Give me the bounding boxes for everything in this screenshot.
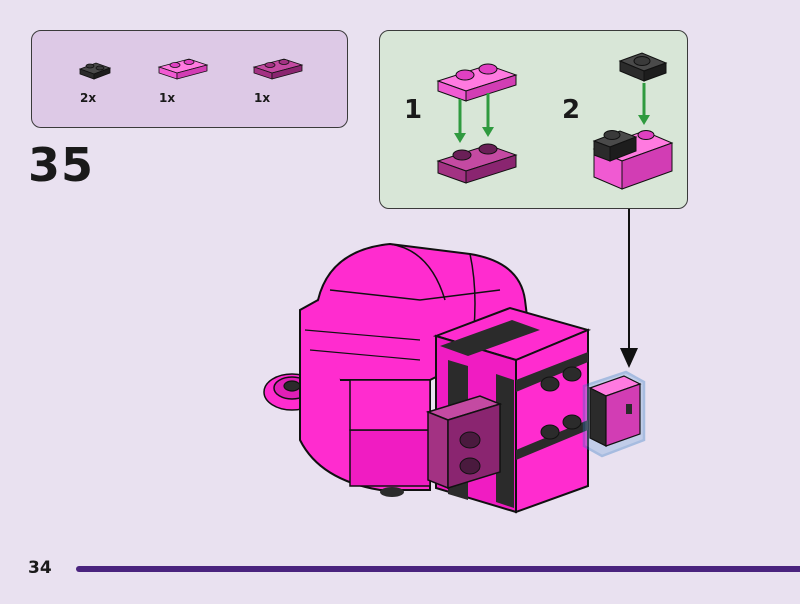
insert-arrow-icon: [620, 348, 638, 368]
part-black-plate: 2x: [76, 53, 146, 113]
new-part-highlight: [582, 370, 646, 458]
substep-2-diagram: [592, 52, 674, 190]
subassembly-illustration: [436, 52, 674, 190]
plate-1x2-bright-pink-icon: [157, 58, 209, 80]
plate-1x2-black-icon: [78, 62, 112, 80]
substep-1-diagram: [436, 63, 518, 184]
page-number: 34: [28, 558, 52, 578]
part-quantity: 1x: [254, 91, 271, 105]
plate-1x2-magenta-icon: [252, 58, 304, 80]
part-magenta-plate: 1x: [250, 53, 320, 113]
front-block: [425, 306, 592, 514]
part-quantity: 2x: [80, 91, 97, 105]
substep-2-label: 2: [562, 95, 581, 125]
part-quantity: 1x: [159, 91, 176, 105]
page-footer-rule: [76, 566, 800, 572]
parts-callout: 2x 1x 1x: [31, 30, 348, 128]
substep-1-label: 1: [404, 95, 423, 125]
step-number: 35: [28, 138, 95, 192]
part-pink-plate: 1x: [155, 53, 225, 113]
subassembly-callout: 1 2: [379, 30, 688, 209]
